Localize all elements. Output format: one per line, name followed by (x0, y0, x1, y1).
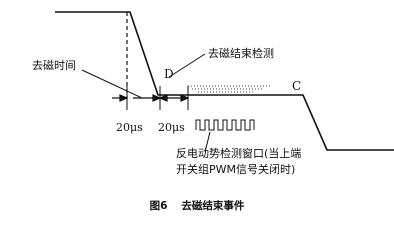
window-leader (204, 131, 211, 153)
demag-time-label: 去磁时间 (32, 59, 76, 72)
demag-end-leader (168, 53, 206, 78)
point-d-label: D (164, 67, 174, 81)
delay-1-arrows (112, 94, 162, 102)
caption-number: 图6 (149, 200, 168, 212)
waveform-line (55, 11, 394, 151)
delay-2-label: 20μs (158, 121, 185, 134)
window-label-line2: 开关组PWM信号关闭时) (176, 163, 296, 176)
figure-caption: 图6 去磁结束事件 (0, 198, 394, 213)
pwm-pulse-train (195, 119, 255, 131)
delay-1-label: 20μs (116, 121, 143, 134)
detection-noise (188, 85, 270, 93)
window-label-line1: 反电动势检测窗口(当上端 (176, 147, 302, 160)
point-c-label: C (292, 79, 302, 93)
demagnetization-end-diagram (55, 11, 394, 153)
demag-time-leader (81, 69, 143, 99)
delay-2-arrows (158, 94, 190, 102)
demag-end-detect-label: 去磁结束检测 (208, 47, 274, 60)
caption-title: 去磁结束事件 (181, 200, 245, 212)
